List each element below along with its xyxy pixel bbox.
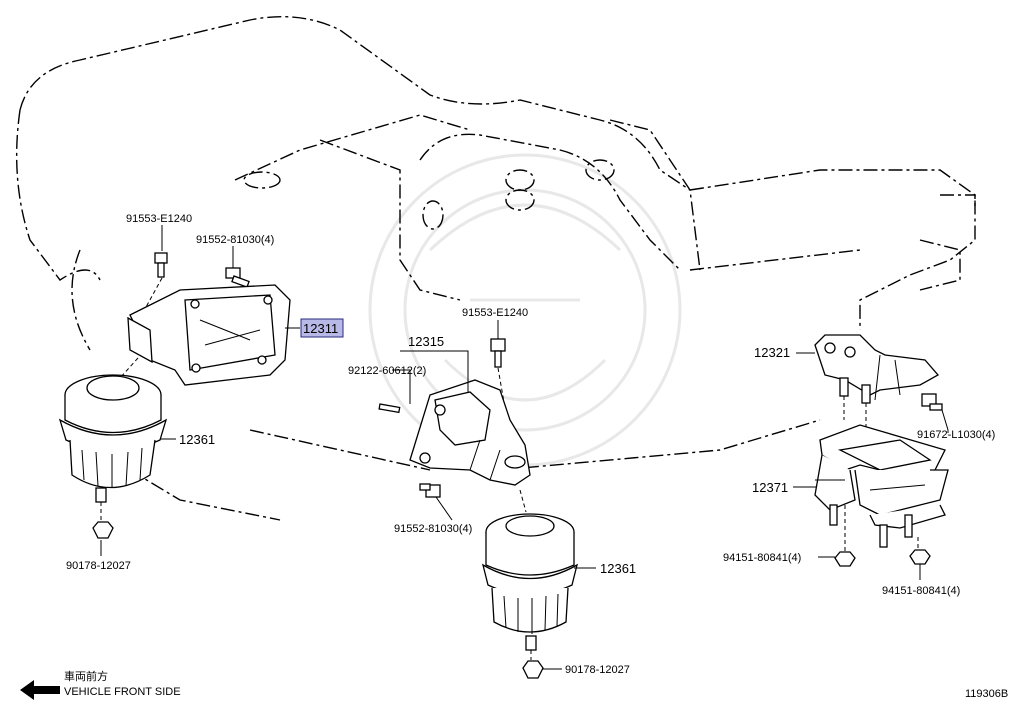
left-nut-90178[interactable] [92, 521, 114, 539]
label-rear-bolt[interactable]: 91672-L1030(4) [917, 429, 995, 441]
left-bolt-91552[interactable] [225, 267, 250, 288]
rear-nut-94151-a[interactable] [834, 551, 856, 567]
label-left-bracket[interactable]: 12311 [303, 321, 338, 336]
label-center-nut[interactable]: 90178-12027 [565, 664, 630, 676]
leader-lines [100, 225, 949, 670]
label-rear-nut2[interactable]: 94151-80841(4) [882, 585, 960, 597]
left-insulator-12361[interactable] [58, 374, 168, 503]
label-left-nut[interactable]: 90178-12027 [66, 560, 131, 572]
label-rear-insulator[interactable]: 12371 [752, 480, 788, 495]
label-center-bracket[interactable]: 12315 [408, 334, 444, 349]
center-nut-90178[interactable] [522, 660, 544, 679]
rear-insulator-12371[interactable] [814, 424, 949, 548]
center-bolt-91553[interactable] [490, 338, 506, 368]
label-center-bolt[interactable]: 91553-E1240 [462, 307, 528, 319]
rear-bolt-91672[interactable] [921, 393, 943, 411]
center-insulator-12361[interactable] [481, 513, 579, 651]
rear-nut-94151-b[interactable] [909, 549, 931, 565]
vehicle-front-arrow-icon [20, 680, 60, 700]
label-center-bolt2[interactable]: 91552-81030(4) [394, 523, 472, 535]
center-stud-92122[interactable] [378, 403, 401, 414]
highlight-box-12311 [300, 318, 344, 338]
label-left-bolt[interactable]: 91553-E1240 [126, 213, 192, 225]
front-note-en: VEHICLE FRONT SIDE [64, 686, 181, 698]
left-bracket-12311[interactable] [127, 284, 291, 386]
left-bolt-91553[interactable] [154, 252, 168, 278]
label-rear-nut1[interactable]: 94151-80841(4) [723, 552, 801, 564]
label-center-stud[interactable]: 92122-60612(2) [348, 365, 426, 377]
center-bracket-12315[interactable] [409, 379, 531, 486]
rear-bracket-12321[interactable] [814, 334, 940, 404]
engine-outline [15, 16, 976, 521]
diagram-id: 119306B [965, 688, 1008, 700]
front-note-jp: 車両前方 [64, 669, 108, 683]
label-rear-bracket[interactable]: 12321 [754, 345, 790, 360]
label-left-bolt2[interactable]: 91552-81030(4) [196, 234, 274, 246]
center-bolt-91552[interactable] [419, 483, 441, 498]
label-left-insulator[interactable]: 12361 [179, 432, 215, 447]
label-center-insulator[interactable]: 12361 [600, 561, 636, 576]
